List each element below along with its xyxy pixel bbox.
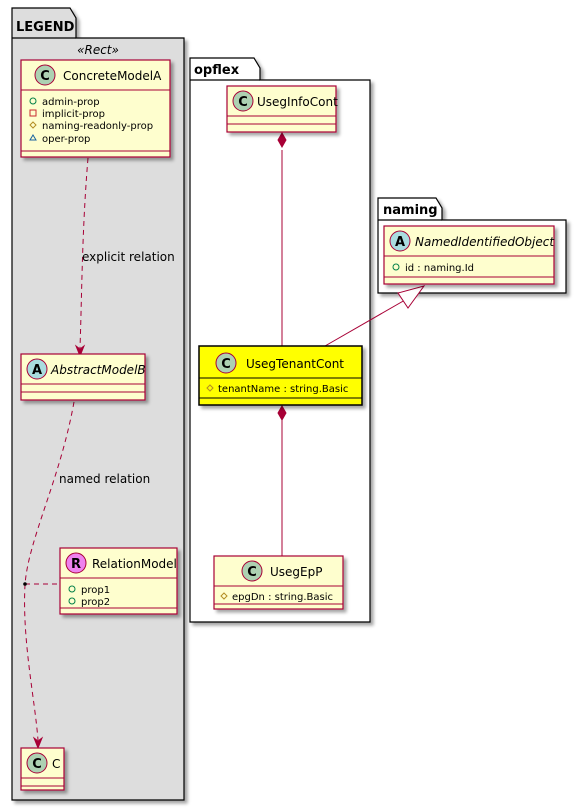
class-kind-letter: C [221, 357, 231, 372]
class-name: UsegInfoCont [257, 95, 338, 109]
relation-inheritance[interactable] [324, 285, 426, 347]
class-kind-letter: C [32, 757, 42, 772]
relation-composition-tenant-epp[interactable] [277, 404, 287, 556]
visibility-public-icon [29, 97, 37, 105]
class-name: UsegEpP [270, 565, 322, 579]
class-attribute: prop1 [81, 585, 110, 596]
class-kind-letter: C [238, 95, 248, 110]
class-relation-model[interactable]: R RelationModel prop1 prop2 [59, 547, 178, 615]
class-attribute: admin-prop [42, 97, 100, 108]
class-name: RelationModel [92, 557, 177, 571]
class-kind-icon [26, 358, 48, 380]
class-useg-info-cont[interactable]: C UsegInfoCont [226, 85, 338, 133]
class-concrete-model-a[interactable]: C ConcreteModelA admin-prop implicit-pro… [20, 59, 171, 158]
package-opflex[interactable]: opflex [189, 57, 371, 623]
relation-explicit[interactable]: explicit relation [74, 157, 175, 358]
visibility-public-icon [392, 263, 400, 271]
class-kind-letter: A [395, 235, 405, 250]
class-useg-ep-p[interactable]: C UsegEpP epgDn : string.Basic [213, 555, 344, 610]
class-kind-icon [241, 560, 263, 582]
relation-named[interactable]: named relation [23, 401, 150, 750]
visibility-protected-icon [29, 121, 37, 129]
package-title-legend: LEGEND [16, 20, 75, 35]
class-kind-icon [26, 752, 48, 774]
class-attribute: naming-readonly-prop [42, 121, 153, 132]
class-kind-letter: C [247, 565, 257, 580]
visibility-protected-icon [220, 592, 228, 600]
visibility-public-icon [68, 585, 76, 593]
class-name: C [52, 757, 60, 771]
package-title-opflex: opflex [194, 63, 240, 78]
class-attribute: epgDn : string.Basic [232, 592, 333, 603]
visibility-public-icon [68, 597, 76, 605]
class-name: UsegTenantCont [246, 357, 344, 371]
visibility-private-icon [29, 109, 37, 117]
class-attribute: id : naming.Id [405, 263, 474, 274]
class-name: AbstractModelB [50, 363, 146, 377]
relation-composition-info-tenant[interactable] [277, 131, 287, 346]
class-abstract-model-b[interactable]: A AbstractModelB [20, 353, 146, 401]
class-named-identified-object[interactable]: A NamedIdentifiedObject id : naming.Id [383, 225, 555, 285]
class-attribute: implicit-prop [42, 109, 105, 120]
class-useg-tenant-cont[interactable]: C UsegTenantCont tenantName : string.Bas… [198, 345, 363, 406]
class-attribute: prop2 [81, 597, 110, 608]
relation-label-explicit: explicit relation [82, 250, 175, 264]
package-stereotype-legend: «Rect» [77, 43, 119, 57]
class-kind-icon [65, 552, 87, 574]
class-name: NamedIdentifiedObject [415, 235, 555, 249]
class-kind-letter: C [40, 69, 50, 84]
relation-label-named: named relation [59, 472, 150, 486]
visibility-protected-icon [206, 384, 214, 392]
class-name: ConcreteModelA [63, 69, 162, 83]
class-attribute: tenantName : string.Basic [218, 384, 348, 395]
class-c[interactable]: C C [20, 747, 65, 791]
class-kind-icon [232, 90, 254, 112]
visibility-package-icon [29, 134, 37, 141]
class-kind-icon [215, 352, 237, 374]
package-title-naming: naming [383, 203, 438, 218]
class-kind-icon [34, 64, 56, 86]
class-kind-letter: A [32, 363, 42, 378]
class-kind-icon [389, 230, 411, 252]
class-attribute: oper-prop [42, 134, 90, 145]
class-kind-letter: R [71, 557, 81, 572]
